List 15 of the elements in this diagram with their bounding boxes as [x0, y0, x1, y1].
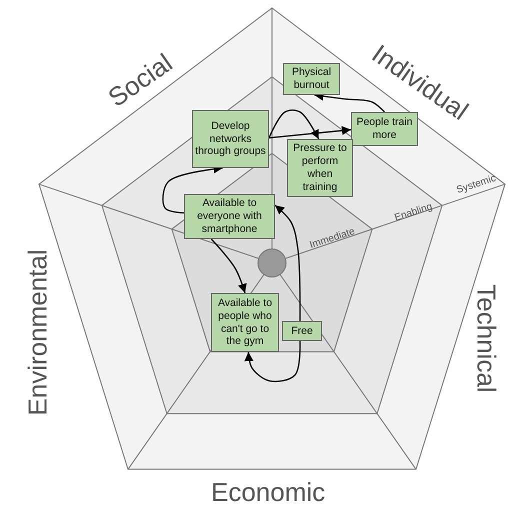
axis-label: Economic — [211, 476, 326, 508]
arrow — [210, 238, 247, 294]
process-box: Physical burnout — [283, 63, 340, 95]
process-box: Available to people who can't go to the gym — [211, 293, 279, 352]
arrow — [268, 126, 352, 138]
process-box: Available to everyone with smartphone — [184, 194, 275, 239]
axis-label: Technical — [470, 284, 502, 392]
arrow — [274, 204, 301, 321]
ring-label: Enabling — [392, 200, 434, 224]
axis-label: Environmental — [22, 248, 54, 416]
arrow — [268, 110, 320, 140]
arrow — [244, 340, 301, 382]
process-box: Develop networks through groups — [192, 110, 269, 168]
process-box: Free — [282, 321, 322, 341]
process-box: Pressure to perform when training — [287, 139, 353, 197]
